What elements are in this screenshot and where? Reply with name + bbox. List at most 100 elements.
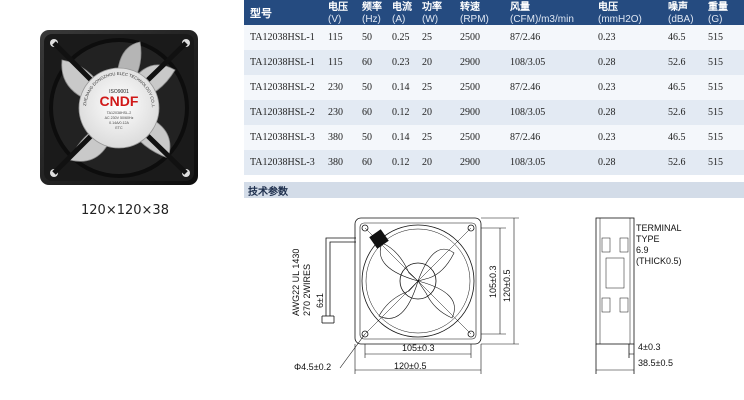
table-cell: 20 — [422, 100, 460, 125]
table-cell: 0.25 — [392, 25, 422, 50]
table-cell: 515 — [708, 25, 744, 50]
table-row: TA12038HSL-3 380 50 0.14 25 2500 87/2.46… — [244, 125, 744, 150]
table-cell: 0.23 — [392, 50, 422, 75]
table-cell: 108/3.05 — [510, 100, 598, 125]
dim-38: 38.5±0.5 — [638, 358, 673, 368]
table-cell: 46.5 — [668, 75, 708, 100]
table-cell: 52.6 — [668, 50, 708, 75]
table-cell: 25 — [422, 125, 460, 150]
table-cell: 25 — [422, 75, 460, 100]
dim-105-horizontal: 105±0.3 — [402, 343, 434, 353]
table-cell: 515 — [708, 150, 744, 175]
iso-text: ISO9001 — [109, 89, 129, 95]
table-cell: 515 — [708, 75, 744, 100]
table-cell: 0.14 — [392, 125, 422, 150]
header-cell: 功率(W) — [422, 0, 460, 25]
header-cell: 电压(mmH2O) — [598, 0, 668, 25]
table-row: TA12038HSL-2 230 60 0.12 20 2900 108/3.0… — [244, 100, 744, 125]
dim-120-horizontal: 120±0.5 — [394, 361, 426, 371]
terminal-label-4: (THICK0.5) — [636, 256, 682, 266]
table-cell: 50 — [362, 25, 392, 50]
label-line: ETC — [115, 126, 123, 130]
table-cell: 20 — [422, 50, 460, 75]
label-line: TA12038HSL-2 — [107, 111, 132, 115]
table-cell: 108/3.05 — [510, 50, 598, 75]
corner-hole — [467, 330, 475, 338]
table-cell: 2900 — [460, 50, 510, 75]
terminal-label-1: TERMINAL — [636, 223, 682, 233]
tech-params-bar: 技术参数 — [244, 182, 744, 198]
table-cell: 0.12 — [392, 100, 422, 125]
table-cell: 2900 — [460, 150, 510, 175]
label-line: 0.14A/0.12A — [109, 121, 129, 125]
dim-120-vertical: 120±0.5 — [502, 270, 512, 302]
table-row: TA12038HSL-2 230 50 0.14 25 2500 87/2.46… — [244, 75, 744, 100]
table-row: TA12038HSL-3 380 60 0.12 20 2900 108/3.0… — [244, 150, 744, 175]
table-cell: 2500 — [460, 75, 510, 100]
table-cell: 52.6 — [668, 100, 708, 125]
table-cell: 515 — [708, 50, 744, 75]
header-cell: 频率(Hz) — [362, 0, 392, 25]
table-cell: 0.14 — [392, 75, 422, 100]
table-cell: 0.28 — [598, 50, 668, 75]
table-cell: 50 — [362, 125, 392, 150]
dim-105-vertical: 105±0.3 — [488, 266, 498, 298]
table-cell: TA12038HSL-3 — [244, 125, 328, 150]
hub-label — [78, 67, 160, 149]
table-cell: 515 — [708, 125, 744, 150]
table-cell: 0.23 — [598, 75, 668, 100]
table-cell: 46.5 — [668, 125, 708, 150]
table-cell: TA12038HSL-2 — [244, 100, 328, 125]
table-cell: 60 — [362, 150, 392, 175]
table-cell: TA12038HSL-3 — [244, 150, 328, 175]
header-cell: 重量(G) — [708, 0, 744, 25]
table-cell: 20 — [422, 150, 460, 175]
table-cell: 2500 — [460, 125, 510, 150]
front-view-frame — [354, 217, 482, 345]
table-cell: TA12038HSL-2 — [244, 75, 328, 100]
table-cell: 87/2.46 — [510, 125, 598, 150]
corner-hole — [467, 224, 475, 232]
corner-hole — [361, 224, 369, 232]
side-view-frame — [595, 217, 635, 345]
header-cell: 噪声(dBA) — [668, 0, 708, 25]
product-dimensions: 120×120×38 — [81, 203, 169, 218]
table-cell: 0.28 — [598, 100, 668, 125]
wire-spec-line1: AWG22 UL 1430 — [291, 249, 301, 316]
terminal-label-2: TYPE — [636, 234, 660, 244]
table-cell: 108/3.05 — [510, 150, 598, 175]
header-cell: 型号 — [244, 0, 328, 25]
spec-table: 型号 电压(V) 频率(Hz) 电流(A) 功率(W) 转速(RPM) 风量(C… — [244, 0, 744, 182]
table-cell: 50 — [362, 75, 392, 100]
lead-wire — [329, 241, 356, 316]
table-cell: 2500 — [460, 25, 510, 50]
table-cell: 515 — [708, 100, 744, 125]
table-cell: 0.23 — [598, 125, 668, 150]
table-header-row: 型号 电压(V) 频率(Hz) 电流(A) 功率(W) 转速(RPM) 风量(C… — [244, 0, 744, 25]
table-cell: TA12038HSL-1 — [244, 25, 328, 50]
terminal-label-3: 6.9 — [636, 245, 649, 255]
table-cell: TA12038HSL-1 — [244, 50, 328, 75]
brand-logo: CNDF — [100, 93, 139, 109]
table-row: TA12038HSL-1 115 50 0.25 25 2500 87/2.46… — [244, 25, 744, 50]
label-line: AC 230V 50/60Hz — [105, 116, 134, 120]
dim-4: 4±0.3 — [638, 342, 660, 352]
table-cell: 0.23 — [598, 25, 668, 50]
table-cell: 115 — [328, 25, 362, 50]
table-cell: 0.28 — [598, 150, 668, 175]
table-cell: 46.5 — [668, 25, 708, 50]
dim-hole-diameter: Φ4.5±0.2 — [294, 362, 331, 372]
table-cell: 60 — [362, 50, 392, 75]
front-hub — [399, 262, 437, 300]
table-cell: 380 — [328, 150, 362, 175]
lead-wire — [325, 237, 356, 316]
table-cell: 60 — [362, 100, 392, 125]
table-row: TA12038HSL-1 115 60 0.23 20 2900 108/3.0… — [244, 50, 744, 75]
corner-hole — [361, 330, 369, 338]
table-cell: 115 — [328, 50, 362, 75]
table-cell: 230 — [328, 100, 362, 125]
table-cell: 87/2.46 — [510, 25, 598, 50]
table-cell: 0.12 — [392, 150, 422, 175]
dim-6: 6±1 — [315, 293, 325, 308]
product-photo: ZHEJIANG DONGZHOU ELEC TECHNOLOGY CO.,LT… — [0, 0, 244, 230]
